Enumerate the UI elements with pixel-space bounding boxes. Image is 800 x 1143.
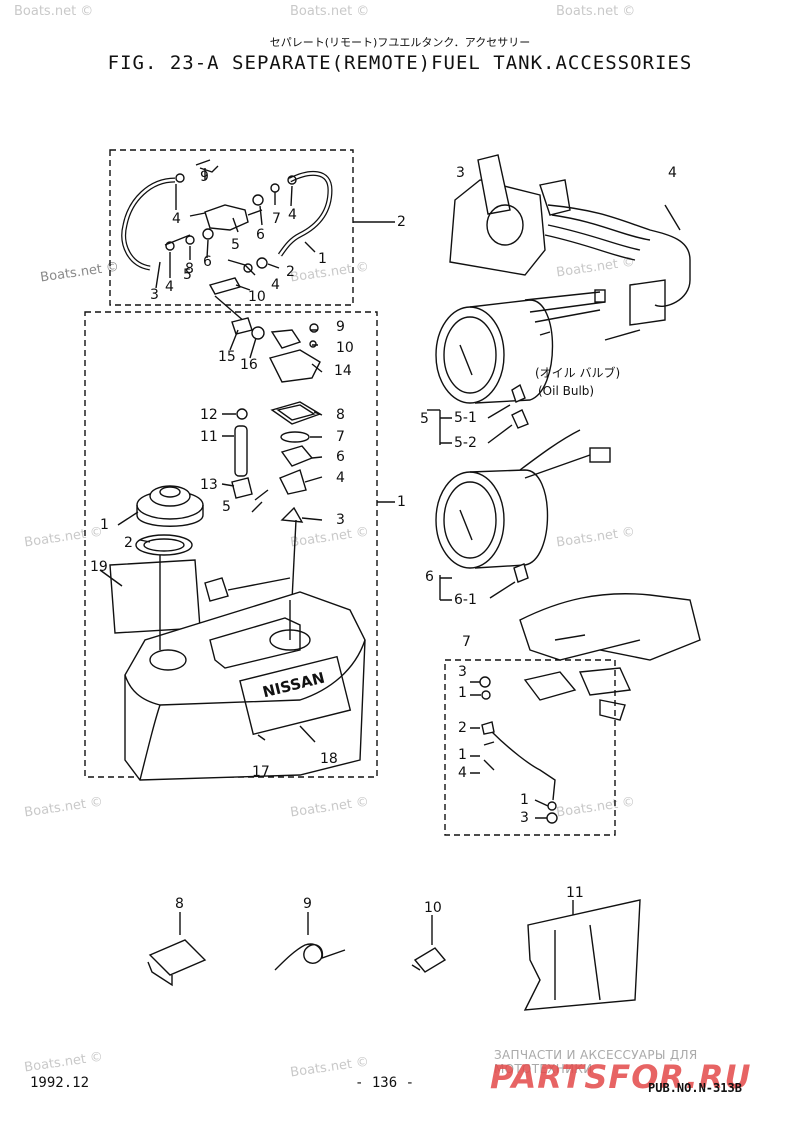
callout-tank: 17	[252, 764, 270, 780]
figure-title: FIG. 23-A SEPARATE(REMOTE)FUEL TANK.ACCE…	[107, 52, 693, 74]
callout-remote: 3	[456, 165, 465, 181]
brand-tagline: ЗАПЧАСТИ И АКСЕССУАРЫ ДЛЯ МОТОТЕХНИКИ	[494, 1048, 698, 1076]
fuel-joint	[268, 329, 321, 383]
callout-hose: 9	[200, 169, 209, 185]
oil-bulb-label-jp: (オイル バルブ)	[535, 366, 621, 380]
label-sticker	[109, 559, 201, 634]
callout-remote: 3	[520, 810, 529, 826]
callout-remote: 7	[462, 634, 471, 650]
callout-part: 8	[175, 896, 184, 912]
callout-tank: 1	[100, 517, 109, 533]
callout-tank: 14	[334, 363, 352, 379]
callout-remote: 2	[458, 720, 467, 736]
callout-remote: 1	[520, 792, 529, 808]
callout-hose: 4	[172, 211, 181, 227]
part-8-pad	[147, 939, 207, 987]
callout-remote: 5	[420, 411, 429, 427]
callout-hose: 4	[165, 279, 174, 295]
connector-9	[195, 159, 219, 173]
callout-tank: 1	[397, 494, 406, 510]
callout-hose: 2	[286, 264, 295, 280]
oil-bulb-label: (Oil Bulb)	[538, 384, 595, 398]
watermark: Boats.net ©	[556, 4, 636, 19]
callout-tank: 8	[336, 407, 345, 423]
callout-remote: 4	[668, 165, 677, 181]
remote-control	[449, 154, 571, 276]
fuel-cap	[135, 485, 204, 556]
callout-remote: 5-1	[454, 410, 477, 426]
brand-logo: PARTSFOR.RU	[490, 1058, 752, 1096]
callout-tank: 2	[124, 535, 133, 551]
callout-tank: 15	[218, 349, 236, 365]
callout-tank: 7	[336, 429, 345, 445]
callout-hose: 7	[272, 211, 281, 227]
callout-tank: 6	[336, 449, 345, 465]
callout-tank: 12	[200, 407, 218, 423]
oil-gauge	[435, 299, 554, 404]
watermark: Boats.net ©	[14, 4, 94, 19]
callout-hose: 4	[288, 207, 297, 223]
callout-tank: 10	[336, 340, 354, 356]
callout-part: 11	[566, 885, 584, 901]
callout-remote: 6	[425, 569, 434, 585]
fuel-hose	[121, 177, 176, 271]
callout-hose: 4	[271, 277, 280, 293]
primer-bulb	[204, 204, 249, 231]
part-10-fitting	[411, 947, 447, 973]
part-9-spring	[274, 943, 346, 971]
callout-tank: 13	[200, 477, 218, 493]
callout-tank: 16	[240, 357, 258, 373]
footer-date: 1992.12	[30, 1075, 90, 1091]
part-11-manual	[523, 899, 641, 1011]
callout-hose: 6	[203, 254, 212, 270]
fuel-tank	[124, 591, 366, 781]
callout-part: 9	[303, 896, 312, 912]
callout-tank: 11	[200, 429, 218, 445]
callout-remote: 4	[458, 765, 467, 781]
callout-hose: 5	[231, 237, 240, 253]
watermark: Boats.net ©	[290, 4, 370, 19]
publication-number: PUB.NO.N-313B	[648, 1081, 742, 1095]
callout-tank: 18	[320, 751, 338, 767]
callout-tank: 19	[90, 559, 108, 575]
callout-hose: 2	[397, 214, 406, 230]
callout-remote: 5-2	[454, 435, 477, 451]
callout-remote: 6-1	[454, 592, 477, 608]
callout-hose: 1	[318, 251, 327, 267]
tank-nameplate	[239, 655, 352, 736]
callout-tank: 3	[336, 512, 345, 528]
wiring-harness	[604, 329, 641, 341]
callout-hose: 8	[185, 261, 194, 277]
callout-hose: 6	[256, 227, 265, 243]
figure-title-japanese: セパレート(リモート)フユエルタンク．アクセサリー	[269, 36, 531, 49]
callout-hose: 5	[183, 267, 192, 283]
callout-remote: 1	[458, 747, 467, 763]
callout-hose: 3	[150, 287, 159, 303]
callout-remote: 3	[458, 664, 467, 680]
callout-tank: 9	[336, 319, 345, 335]
callout-hose: 10	[248, 289, 266, 305]
callout-tank: 5	[222, 499, 231, 515]
hose-assembly-frame	[109, 149, 354, 306]
callout-tank: 4	[336, 470, 345, 486]
bracket-frame	[444, 659, 616, 836]
callout-part: 10	[424, 900, 442, 916]
callout-remote: 1	[458, 685, 467, 701]
trim-gauge	[435, 469, 549, 569]
page-number: - 136 -	[355, 1075, 415, 1091]
